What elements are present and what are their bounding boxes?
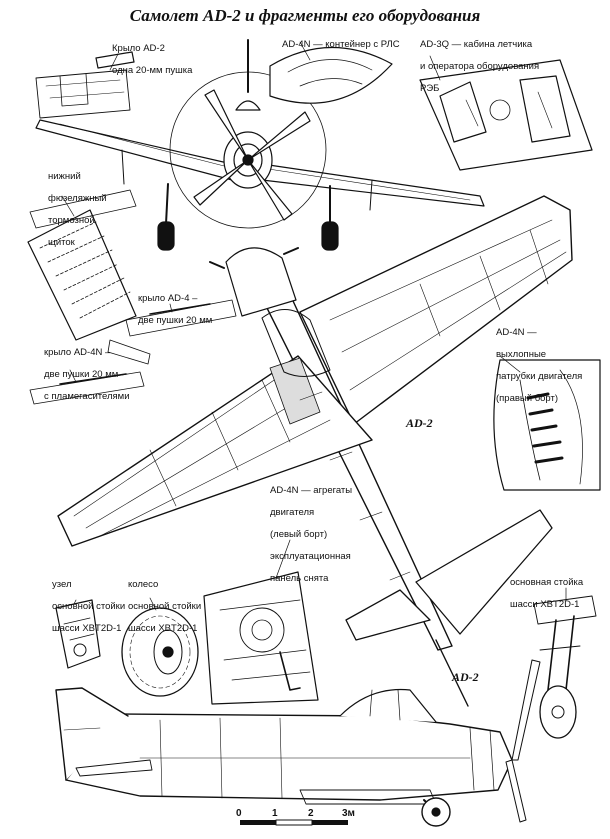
scale-tick-label: 0	[236, 808, 242, 819]
label-line: эксплуатационная	[270, 551, 351, 562]
label-cockpit-ad3q: AD-3Q — кабина летчика и оператора обору…	[420, 28, 539, 105]
detail-exhaust	[493, 359, 601, 491]
detail-air-brake	[27, 189, 137, 341]
label-engine-units: AD-4N — агрегаты двигателя (левый борт) …	[270, 474, 352, 595]
label-line: узел	[52, 579, 72, 590]
label-line: шасси XBT2D-1	[52, 623, 122, 634]
label-line: AD-4N — контейнер с РЛС	[282, 39, 400, 50]
label-line: двигателя	[270, 507, 315, 518]
label-line: крыло AD-4 –	[138, 293, 198, 304]
label-line: панель снята	[270, 573, 329, 584]
label-line: крыло AD-4N –	[44, 347, 111, 358]
label-main-strut: основная стойка шасси XBT2D-1	[510, 566, 583, 621]
label-line: шасси XBT2D-1	[510, 599, 580, 610]
label-line: щиток	[48, 237, 75, 248]
detail-radar-pod	[269, 46, 393, 104]
model-tag-plan: AD-2	[406, 416, 433, 430]
label-air-brake: нижний фюзеляжный тормозной щиток	[48, 160, 107, 259]
detail-engine-units	[203, 571, 319, 705]
label-line: фюзеляжный	[48, 193, 107, 204]
label-wing-ad4: крыло AD-4 – две пушки 20 мм	[138, 282, 212, 337]
detail-cannon-wings	[29, 299, 237, 405]
label-line: AD-4N —	[496, 327, 537, 338]
label-line: с пламегасителями	[44, 391, 130, 402]
model-tag-side: AD-2	[452, 670, 479, 684]
scale-tick-label: 2	[308, 808, 314, 819]
label-line: патрубки двигателя	[496, 371, 583, 382]
label-line: AD-3Q — кабина летчика	[420, 39, 533, 50]
label-exhaust: AD-4N — выхлопные патрубки двигателя (пр…	[496, 316, 582, 415]
side-view	[55, 659, 541, 827]
label-wing-ad4n: крыло AD-4N – две пушки 20 мм с пламегас…	[44, 336, 130, 413]
leader-lines	[61, 41, 567, 611]
page-title: Самолет AD-2 и фрагменты его оборудовани…	[129, 6, 481, 25]
label-gear-node: узел основной стойки шасси XBT2D-1	[52, 568, 125, 645]
label-line: две пушки 20 мм	[44, 369, 119, 380]
label-wing-ad2: Крыло AD-2 одна 20-мм пушка	[112, 32, 192, 87]
label-line: колесо	[128, 579, 159, 590]
scale-tick-label: 1	[272, 808, 278, 819]
plan-view	[57, 195, 573, 707]
scale-bar	[240, 819, 348, 826]
label-line: две пушки 20 мм	[138, 315, 213, 326]
scale-tick-label: 3м	[342, 808, 355, 819]
detail-cockpit	[419, 59, 593, 171]
label-line: основная стойка	[510, 577, 584, 588]
label-line: РЭБ	[420, 83, 440, 94]
label-line: нижний	[48, 171, 81, 182]
label-line: шасси XBT2D-1	[128, 623, 198, 634]
label-radar-pod: AD-4N — контейнер с РЛС	[282, 28, 400, 61]
label-line: одна 20-мм пушка	[112, 65, 193, 76]
label-line: (левый борт)	[270, 529, 328, 540]
label-line: AD-4N — агрегаты	[270, 485, 353, 496]
detail-main-strut	[533, 595, 597, 739]
label-line: основной стойки	[52, 601, 126, 612]
front-view	[35, 39, 485, 251]
label-line: Крыло AD-2	[112, 43, 165, 54]
detail-gear-node	[55, 599, 101, 669]
label-line: (правый борт)	[496, 393, 559, 404]
label-line: выхлопные	[496, 349, 547, 360]
detail-wheel	[121, 607, 199, 697]
label-line: тормозной	[48, 215, 95, 226]
label-line: и оператора оборудования	[420, 61, 540, 72]
label-wheel: колесо основной стойки шасси XBT2D-1	[128, 568, 201, 645]
label-line: основной стойки	[128, 601, 202, 612]
